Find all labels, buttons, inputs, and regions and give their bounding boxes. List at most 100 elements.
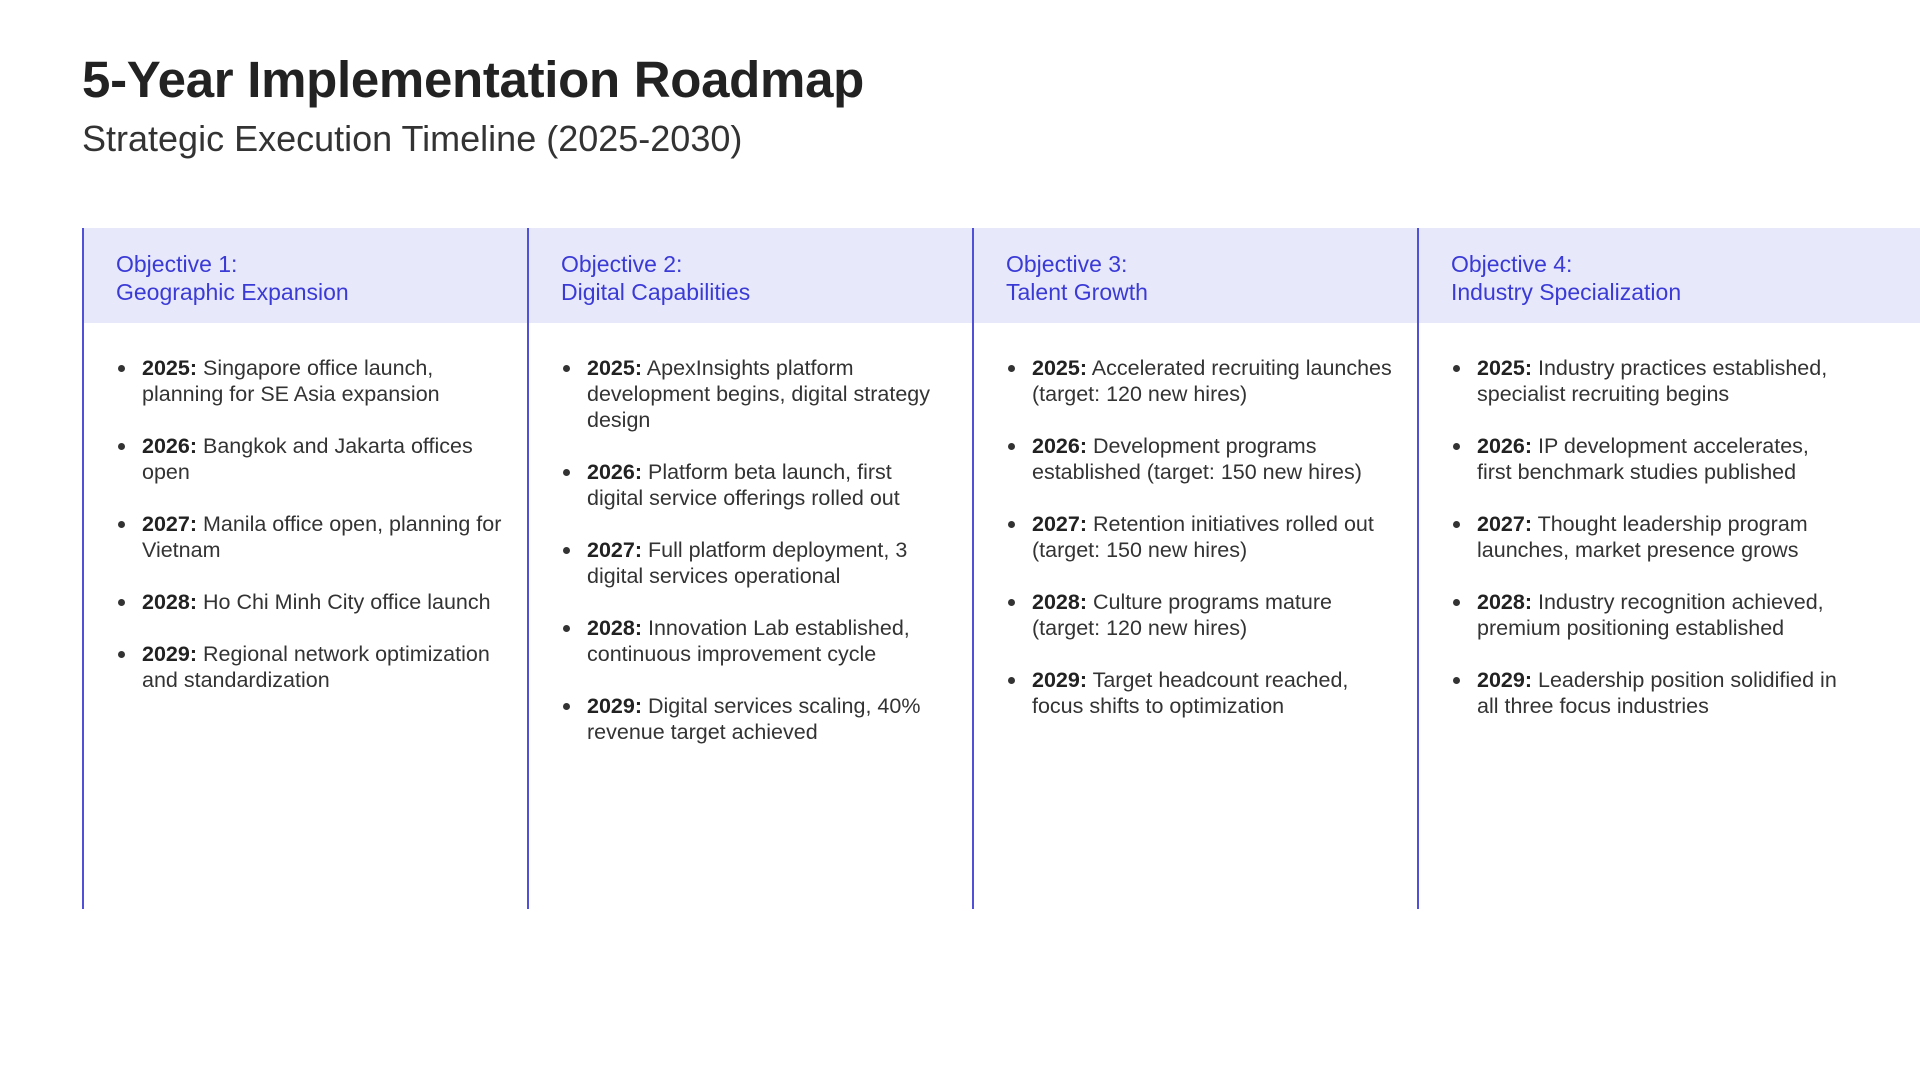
milestone-year: 2027:	[587, 538, 642, 562]
objective-label: Objective 1:	[116, 251, 238, 277]
milestone-item: 2028: Industry recognition achieved, pre…	[1453, 589, 1838, 641]
objective-column: Objective 3: Talent Growth 2025: Accelera…	[972, 228, 1417, 909]
objective-label: Objective 3:	[1006, 251, 1128, 277]
milestone-year: 2029:	[1477, 668, 1532, 692]
milestone-list: 2025: ApexInsights platform development …	[529, 323, 972, 745]
header-band	[82, 228, 1920, 323]
bullet-icon	[1008, 443, 1015, 450]
bullet-icon	[118, 599, 125, 606]
objective-column: Objective 4: Industry Specialization 2025…	[1417, 228, 1862, 909]
milestone-text: Innovation Lab established, continuous i…	[587, 616, 910, 666]
milestone-item: 2026: Bangkok and Jakarta offices open	[118, 433, 503, 485]
bullet-icon	[1453, 677, 1460, 684]
milestone-text: IP development accelerates, first benchm…	[1477, 434, 1809, 484]
milestone-item: 2027: Full platform deployment, 3 digita…	[563, 537, 948, 589]
milestone-list: 2025: Accelerated recruiting launches (t…	[974, 323, 1417, 719]
milestone-year: 2025:	[587, 356, 642, 380]
milestone-text: Full platform deployment, 3 digital serv…	[587, 538, 908, 588]
milestone-text: Target headcount reached, focus shifts t…	[1032, 668, 1349, 718]
milestone-item: 2028: Ho Chi Minh City office launch	[118, 589, 503, 615]
milestone-text: Accelerated recruiting launches (target:…	[1032, 356, 1392, 406]
milestone-year: 2025:	[142, 356, 197, 380]
milestone-item: 2029: Digital services scaling, 40% reve…	[563, 693, 948, 745]
milestone-item: 2025: Industry practices established, sp…	[1453, 355, 1838, 407]
milestone-list: 2025: Singapore office launch, planning …	[84, 323, 527, 693]
milestone-item: 2028: Culture programs mature (target: 1…	[1008, 589, 1393, 641]
bullet-icon	[118, 521, 125, 528]
objective-name: Digital Capabilities	[561, 279, 751, 305]
objective-name: Talent Growth	[1006, 279, 1148, 305]
objective-header: Objective 3: Talent Growth	[974, 228, 1417, 323]
milestone-year: 2025:	[1477, 356, 1532, 380]
milestone-text: Manila office open, planning for Vietnam	[142, 512, 502, 562]
milestone-year: 2029:	[587, 694, 642, 718]
milestone-text: Culture programs mature (target: 120 new…	[1032, 590, 1332, 640]
milestone-item: 2025: ApexInsights platform development …	[563, 355, 948, 433]
milestone-year: 2027:	[1032, 512, 1087, 536]
bullet-icon	[1453, 365, 1460, 372]
milestone-year: 2026:	[1477, 434, 1532, 458]
milestone-year: 2026:	[587, 460, 642, 484]
milestone-text: Digital services scaling, 40% revenue ta…	[587, 694, 921, 744]
objective-column: Objective 2: Digital Capabilities 2025: A…	[527, 228, 972, 909]
milestone-item: 2025: Singapore office launch, planning …	[118, 355, 503, 407]
milestone-item: 2026: IP development accelerates, first …	[1453, 433, 1838, 485]
milestone-year: 2027:	[142, 512, 197, 536]
milestone-text: Bangkok and Jakarta offices open	[142, 434, 473, 484]
milestone-year: 2028:	[587, 616, 642, 640]
milestone-text: Development programs established (target…	[1032, 434, 1362, 484]
bullet-icon	[563, 469, 570, 476]
milestone-year: 2028:	[1477, 590, 1532, 614]
bullet-icon	[1008, 365, 1015, 372]
milestone-item: 2026: Development programs established (…	[1008, 433, 1393, 485]
objective-header: Objective 2: Digital Capabilities	[529, 228, 972, 323]
milestone-item: 2029: Target headcount reached, focus sh…	[1008, 667, 1393, 719]
bullet-icon	[563, 365, 570, 372]
milestone-item: 2028: Innovation Lab established, contin…	[563, 615, 948, 667]
milestone-year: 2028:	[142, 590, 197, 614]
bullet-icon	[118, 443, 125, 450]
objective-label: Objective 2:	[561, 251, 683, 277]
page-title: 5-Year Implementation Roadmap	[82, 51, 864, 108]
bullet-icon	[1008, 599, 1015, 606]
milestone-text: Industry practices established, speciali…	[1477, 356, 1828, 406]
bullet-icon	[1453, 443, 1460, 450]
milestone-year: 2026:	[1032, 434, 1087, 458]
milestone-year: 2029:	[142, 642, 197, 666]
milestone-list: 2025: Industry practices established, sp…	[1419, 323, 1862, 719]
milestone-item: 2025: Accelerated recruiting launches (t…	[1008, 355, 1393, 407]
milestone-text: Platform beta launch, first digital serv…	[587, 460, 900, 510]
objective-header: Objective 1: Geographic Expansion	[84, 228, 527, 323]
milestone-text: Industry recognition achieved, premium p…	[1477, 590, 1824, 640]
objective-name: Industry Specialization	[1451, 279, 1682, 305]
objective-label: Objective 4:	[1451, 251, 1573, 277]
bullet-icon	[1008, 677, 1015, 684]
milestone-text: Leadership position solidified in all th…	[1477, 668, 1837, 718]
objective-header: Objective 4: Industry Specialization	[1419, 228, 1862, 323]
milestone-text: Thought leadership program launches, mar…	[1477, 512, 1808, 562]
bullet-icon	[1453, 599, 1460, 606]
milestone-year: 2028:	[1032, 590, 1087, 614]
milestone-year: 2029:	[1032, 668, 1087, 692]
milestone-item: 2027: Manila office open, planning for V…	[118, 511, 503, 563]
milestone-item: 2029: Regional network optimization and …	[118, 641, 503, 693]
bullet-icon	[118, 365, 125, 372]
objective-name: Geographic Expansion	[116, 279, 349, 305]
milestone-text: Ho Chi Minh City office launch	[202, 590, 491, 614]
milestone-text: Singapore office launch, planning for SE…	[142, 356, 440, 406]
bullet-icon	[563, 547, 570, 554]
objective-column: Objective 1: Geographic Expansion 2025: S…	[82, 228, 527, 909]
bullet-icon	[1008, 521, 1015, 528]
milestone-item: 2027: Retention initiatives rolled out (…	[1008, 511, 1393, 563]
milestone-text: Regional network optimization and standa…	[142, 642, 490, 692]
milestone-item: 2029: Leadership position solidified in …	[1453, 667, 1838, 719]
milestone-text: ApexInsights platform development begins…	[587, 356, 931, 432]
milestone-year: 2027:	[1477, 512, 1532, 536]
milestone-item: 2026: Platform beta launch, first digita…	[563, 459, 948, 511]
milestone-item: 2027: Thought leadership program launche…	[1453, 511, 1838, 563]
milestone-year: 2025:	[1032, 356, 1087, 380]
page-subtitle: Strategic Execution Timeline (2025-2030)	[82, 118, 743, 159]
bullet-icon	[563, 625, 570, 632]
objectives-grid: Objective 1: Geographic Expansion 2025: S…	[82, 228, 1862, 909]
bullet-icon	[118, 651, 125, 658]
